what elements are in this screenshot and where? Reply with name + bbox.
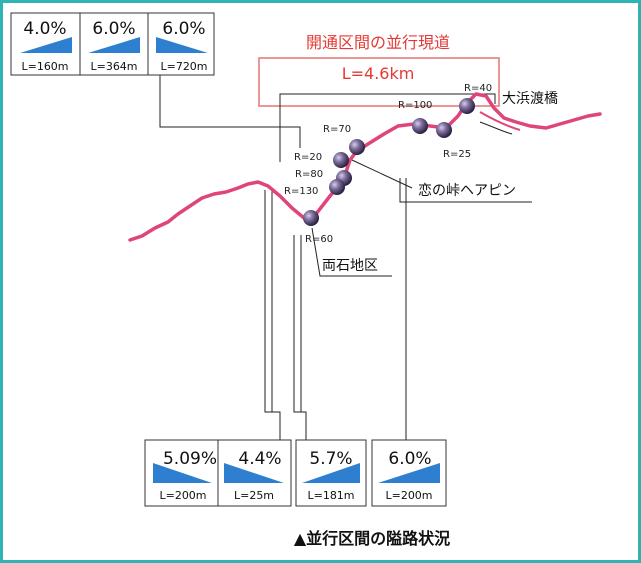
curve-marker xyxy=(333,152,349,168)
radius-label: R=80 xyxy=(295,169,323,180)
slope-wedge xyxy=(153,463,212,483)
curve-marker xyxy=(436,122,452,138)
figure-caption: ▲並行区間の隘路状況 xyxy=(294,529,450,548)
radius-label: R=20 xyxy=(294,152,322,163)
bottom-slope-panel: 5.09% L=200m 4.4% L=25m 5.7% L=181m 6.0%… xyxy=(144,439,447,507)
slope-percent: 5.09% xyxy=(163,449,217,469)
district-label: 両石地区 xyxy=(322,258,378,274)
slope-length: L=200m xyxy=(385,489,432,502)
bridge-label: 大浜渡橋 xyxy=(502,91,558,107)
slope-wedge xyxy=(156,37,208,53)
radius-label: R=40 xyxy=(464,83,492,94)
slope-percent: 6.0% xyxy=(162,19,205,39)
slope-wedge xyxy=(378,463,440,483)
curve-marker xyxy=(459,98,475,114)
slope-wedge xyxy=(302,463,360,483)
section-bracket xyxy=(258,57,500,107)
bridge-leader xyxy=(479,121,513,135)
slope-length: L=160m xyxy=(21,60,68,73)
slope-percent: 6.0% xyxy=(92,19,135,39)
radius-label: R=25 xyxy=(443,149,471,160)
radius-label: R=100 xyxy=(398,100,432,111)
slope-length: L=200m xyxy=(159,489,206,502)
slope-wedge xyxy=(88,37,140,53)
route-line xyxy=(128,92,602,242)
radius-label: R=60 xyxy=(305,234,333,245)
curve-marker xyxy=(412,118,428,134)
radius-label: R=130 xyxy=(284,186,318,197)
bridge-route xyxy=(479,111,521,131)
slope-length: L=181m xyxy=(307,489,354,502)
hairpin-label: 恋の峠ヘアピン xyxy=(418,182,516,199)
slope-percent: 6.0% xyxy=(388,449,431,469)
slope-length: L=720m xyxy=(160,60,207,73)
leader-bottom-3 xyxy=(293,235,307,440)
curve-marker xyxy=(329,179,345,195)
top-slope-panel: 4.0% L=160m 6.0% L=364m 6.0% L=720m xyxy=(10,12,215,76)
slope-wedge xyxy=(20,37,72,53)
slope-wedge xyxy=(224,463,284,483)
slope-percent: 4.0% xyxy=(23,19,66,39)
slope-percent: 5.7% xyxy=(309,449,352,469)
hairpin-leader xyxy=(351,159,413,189)
leader-line-top-1 xyxy=(159,68,301,148)
leader-line-top-2 xyxy=(279,93,496,162)
section-title: 開通区間の並行現道 xyxy=(306,33,450,52)
district-callout xyxy=(311,227,392,277)
curve-marker xyxy=(349,139,365,155)
curve-marker xyxy=(303,210,319,226)
section-length: L=4.6km xyxy=(342,64,415,83)
radius-label: R=70 xyxy=(323,124,351,135)
hairpin-callout-box xyxy=(399,178,532,203)
slope-length: L=364m xyxy=(90,60,137,73)
slope-percent: 4.4% xyxy=(238,449,281,469)
slope-length: L=25m xyxy=(234,489,274,502)
